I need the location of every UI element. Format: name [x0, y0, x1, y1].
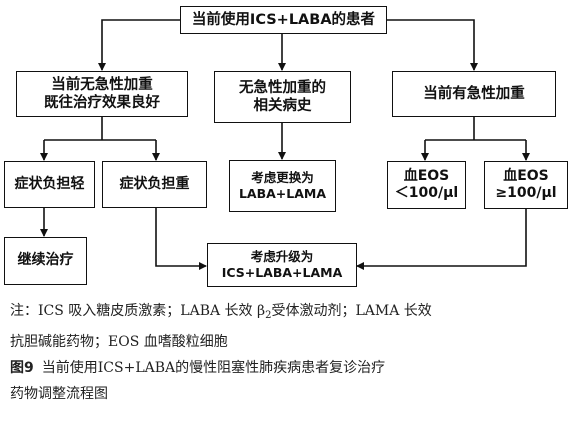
node-label-line2: 既往治疗效果良好	[44, 95, 160, 111]
node-eos-high: 血EOS ≥100/μl	[484, 161, 568, 209]
node-no-exacerbation-history: 无急性加重的 相关病史	[214, 71, 351, 123]
beta-subscript: 2	[265, 310, 272, 321]
node-switch-laba-lama: 考虑更换为 LABA+LAMA	[229, 160, 336, 212]
connector-root-right	[387, 19, 478, 71]
root-node-label: 当前使用ICS+LABA的患者	[191, 11, 376, 28]
node-label: 继续治疗	[17, 252, 74, 269]
treatment-flowchart: 当前使用ICS+LABA的患者 当前无急性加重 既往治疗效果良好 无急性加重的 …	[4, 6, 568, 287]
node-label: 症状负担轻	[14, 175, 85, 192]
node-label-line2: ICS+LABA+LAMA	[221, 265, 343, 280]
caption-text: 当前使用ICS+LABA的慢性阻塞性肺疾病患者复诊治疗	[41, 360, 386, 376]
figure-caption-line1: 图9 当前使用ICS+LABA的慢性阻塞性肺疾病患者复诊治疗	[10, 355, 566, 381]
note-text: 注：ICS 吸入糖皮质激素；LABA 长效 β	[10, 303, 266, 319]
node-label-line2: ＜100/μl	[394, 185, 459, 201]
node-label: 当前有急性加重	[423, 85, 525, 102]
node-mild-symptoms: 症状负担轻	[4, 161, 95, 208]
figure-notes: 注：ICS 吸入糖皮质激素；LABA 长效 β2受体激动剂；LAMA 长效 抗胆…	[10, 298, 566, 407]
connector-root-left	[98, 19, 180, 71]
figure-number: 图9	[10, 360, 34, 376]
abbreviation-note-line2: 抗胆碱能药物；EOS 血嗜酸粒细胞	[10, 334, 228, 350]
connector-eos-upgrade	[356, 209, 527, 270]
node-label-line1: 当前无急性加重	[51, 76, 153, 93]
node-label-line2: 相关病史	[253, 98, 312, 114]
node-continue-treatment: 继续治疗	[4, 237, 87, 285]
abbreviation-note-line1: 注：ICS 吸入糖皮质激素；LABA 长效 β2受体激动剂；LAMA 长效	[10, 298, 566, 329]
connector-right-split	[425, 117, 526, 141]
node-label-line1: 血EOS	[503, 167, 549, 184]
node-eos-low: 血EOS ＜100/μl	[387, 161, 466, 209]
figure-caption-line2: 药物调整流程图	[10, 386, 108, 402]
node-label-line2: LABA+LAMA	[238, 186, 327, 201]
node-heavy-symptoms: 症状负担重	[102, 161, 207, 208]
flowchart-connectors	[40, 19, 530, 270]
node-label-line1: 无急性加重的	[239, 79, 326, 96]
node-no-exacerbation-good-response: 当前无急性加重 既往治疗效果良好	[16, 71, 188, 117]
note-text: 受体激动剂；LAMA 长效	[271, 303, 432, 319]
node-current-exacerbation: 当前有急性加重	[392, 71, 556, 117]
root-node: 当前使用ICS+LABA的患者	[180, 6, 387, 34]
node-upgrade-triple: 考虑升级为 ICS+LABA+LAMA	[207, 243, 357, 287]
node-label: 症状负担重	[119, 175, 190, 192]
connector-left-split	[44, 117, 156, 141]
connector-heavy-upgrade	[155, 208, 207, 270]
node-label-line2: ≥100/μl	[495, 185, 557, 201]
node-label-line1: 考虑更换为	[251, 170, 314, 186]
node-label-line1: 血EOS	[403, 167, 450, 184]
node-label-line1: 考虑升级为	[250, 249, 314, 265]
